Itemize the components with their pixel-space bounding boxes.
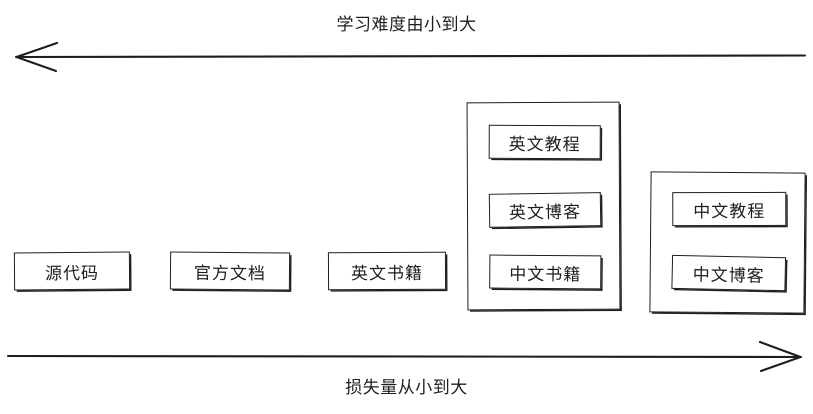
node-label: 官方文档 <box>193 263 267 284</box>
right-arrow <box>6 340 803 373</box>
node-english-books[interactable]: 英文书籍 <box>327 251 447 291</box>
node-label: 中文教程 <box>693 201 766 222</box>
node-source-code[interactable]: 源代码 <box>13 251 131 291</box>
group-english-resources[interactable]: 英文教程 英文博客 中文书籍 <box>466 101 621 311</box>
node-label: 英文书籍 <box>350 263 424 284</box>
group-chinese-resources[interactable]: 中文教程 中文博客 <box>649 171 806 314</box>
node-chinese-books[interactable]: 中文书籍 <box>489 254 602 290</box>
node-english-blog[interactable]: 英文博客 <box>488 192 602 228</box>
node-label: 中文书籍 <box>509 264 582 285</box>
node-label: 英文博客 <box>508 201 582 224</box>
top-axis-label: 学习难度由小到大 <box>336 15 477 35</box>
node-chinese-tutorial[interactable]: 中文教程 <box>672 191 787 227</box>
node-official-docs[interactable]: 官方文档 <box>169 251 291 291</box>
node-english-tutorial[interactable]: 英文教程 <box>488 124 601 160</box>
node-label: 中文博客 <box>692 264 765 287</box>
node-chinese-blog[interactable]: 中文博客 <box>671 254 787 292</box>
node-label: 英文教程 <box>508 134 581 155</box>
left-arrow <box>14 41 807 73</box>
bottom-axis-label: 损失量从小到大 <box>345 378 468 398</box>
node-label: 源代码 <box>44 263 100 284</box>
